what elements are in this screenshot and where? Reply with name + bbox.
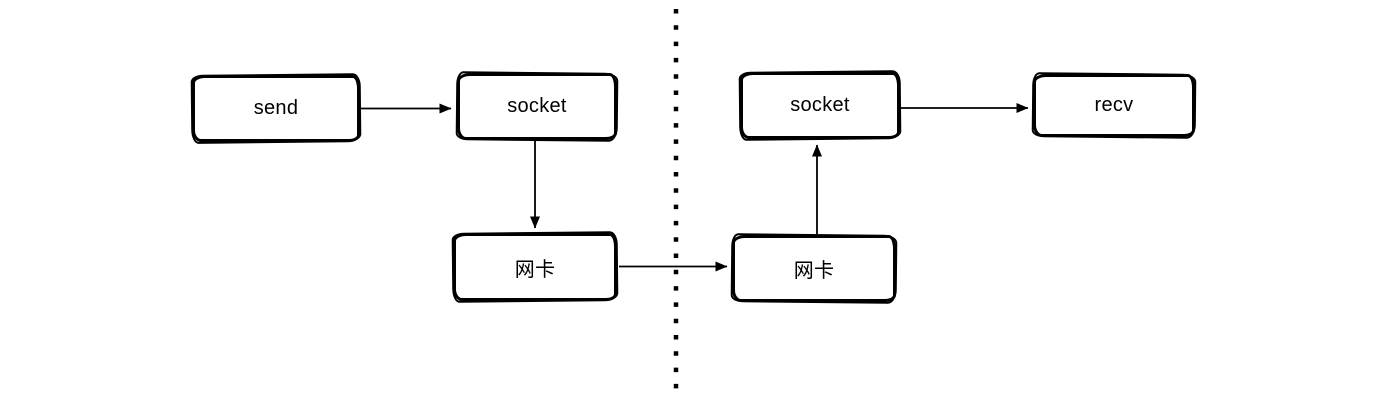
node-recv-label: recv xyxy=(1094,94,1134,116)
node-nic-receiver[interactable]: 网卡 xyxy=(732,235,896,302)
node-nic-sender-label: 网卡 xyxy=(514,258,556,281)
node-send[interactable]: send xyxy=(192,75,360,142)
node-send-label: send xyxy=(253,97,299,119)
node-socket-sender-label: socket xyxy=(507,95,567,117)
node-nic-receiver-label: 网卡 xyxy=(793,260,835,282)
node-socket-sender[interactable]: socket xyxy=(457,73,617,140)
node-socket-receiver-label: socket xyxy=(790,94,850,116)
node-socket-receiver[interactable]: socket xyxy=(740,72,900,139)
node-recv[interactable]: recv xyxy=(1033,74,1195,137)
node-nic-sender[interactable]: 网卡 xyxy=(453,233,617,301)
